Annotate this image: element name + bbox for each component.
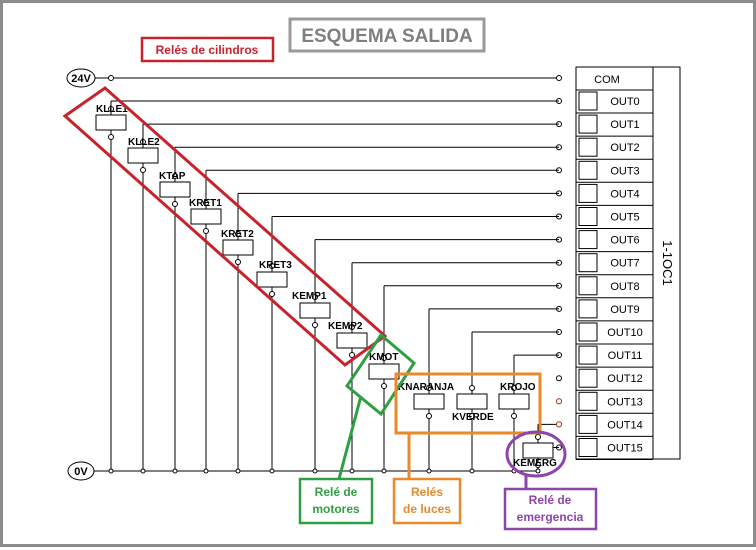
relay-label: KROJO [500, 382, 536, 393]
relay-label: KRET3 [259, 260, 292, 271]
output-row: OUT11 [576, 345, 653, 368]
output-row: OUT6 [576, 230, 653, 253]
rail-24v-label: 24V [71, 73, 91, 85]
motors-caption-1: Relé de [315, 485, 358, 499]
output-node [556, 375, 562, 382]
lights-caption-2: de luces [403, 502, 451, 516]
output-terminal-box [578, 438, 598, 457]
output-row: OUT3 [576, 160, 653, 183]
module-label: 1-1OC1 [660, 240, 675, 286]
relay-label: KEMP1 [292, 291, 327, 302]
output-row: OUT5 [576, 207, 653, 229]
output-terminal-box [578, 114, 598, 134]
output-row: OUT0 [576, 91, 653, 114]
relay-label: KRET1 [189, 198, 222, 209]
output-terminal-box [578, 322, 598, 342]
output-terminal-box [578, 207, 598, 226]
output-label: OUT9 [610, 304, 639, 316]
relay-coil: KLLE2 [127, 137, 160, 164]
output-label: OUT11 [608, 350, 643, 362]
output-label: OUT3 [610, 165, 639, 177]
output-terminal-box [578, 91, 598, 111]
group-motors: Relé de motores [298, 332, 416, 525]
output-terminal-box [578, 160, 598, 180]
output-row: OUT12 [576, 368, 653, 391]
relay-label: KEMERG [513, 458, 557, 469]
emergency-caption-1: Relé de [529, 493, 572, 507]
output-row: OUT14 [576, 414, 653, 437]
output-label: OUT2 [610, 142, 639, 154]
motors-caption-2: motores [312, 502, 360, 516]
output-row: OUT10 [576, 322, 653, 345]
cylinders-caption: Relés de cilindros [156, 43, 259, 57]
output-terminal-box [578, 230, 598, 250]
relay-label: KNARANJA [398, 382, 454, 393]
output-terminal-box [578, 183, 598, 203]
relay-coil: KVERDE [452, 393, 494, 423]
relay-coil: KROJO [498, 382, 536, 410]
output-label: OUT5 [610, 212, 639, 224]
output-label: OUT1 [610, 119, 639, 131]
output-row: OUT1 [576, 114, 653, 137]
diagram-title: ESQUEMA SALIDA [288, 17, 486, 53]
output-row: OUT15 [576, 438, 653, 460]
group-emergency: Relé de emergencia [503, 430, 598, 531]
output-label: OUT6 [610, 235, 639, 247]
output-label: OUT0 [610, 96, 639, 108]
output-label: OUT14 [607, 419, 642, 431]
output-terminal-box [578, 414, 598, 434]
output-terminal-box [578, 137, 598, 157]
rail-24v: 24V [66, 68, 559, 88]
relay-coil: KRET2 [221, 229, 254, 256]
output-terminal-box [578, 345, 598, 365]
output-row: OUT9 [576, 299, 653, 322]
relay-coil: KLLE1 [95, 104, 128, 131]
wiring-diagram: ESQUEMA SALIDA 24V 0V COM 1-1OC1 OUT0OUT… [62, 17, 681, 531]
relay-label: KMOT [369, 352, 398, 363]
title-text: ESQUEMA SALIDA [301, 26, 473, 47]
output-label: OUT10 [607, 327, 642, 339]
output-row: OUT13 [576, 391, 653, 414]
output-terminal-box [578, 368, 598, 388]
com-label: COM [594, 74, 620, 86]
output-label: OUT12 [607, 373, 642, 385]
relay-label: KEMP2 [328, 321, 363, 332]
relay-label: KLLE1 [96, 104, 128, 115]
group-lights: Relés de luces [392, 372, 542, 525]
relay-label: KRET2 [221, 229, 254, 240]
rail-0v-label: 0V [74, 466, 88, 478]
output-row: OUT4 [576, 183, 653, 206]
relay-coil: KEMP2 [328, 321, 368, 349]
relay-coil: KRET1 [189, 198, 222, 225]
relay-label: KLLE2 [128, 137, 160, 148]
output-label: OUT13 [607, 396, 642, 408]
relay-coil: KTAP [159, 171, 191, 198]
emergency-caption-2: emergencia [517, 510, 584, 524]
output-terminal-box [578, 391, 598, 411]
relay-coil: KRET3 [256, 260, 292, 288]
relay-coil: KEMERG [513, 442, 557, 469]
rail-0v: 0V [67, 461, 539, 481]
output-label: OUT7 [610, 258, 639, 270]
lights-caption-1: Relés [411, 485, 443, 499]
output-label: OUT15 [607, 443, 642, 455]
group-cylinders: Relés de cilindros [62, 36, 388, 367]
output-label: OUT4 [610, 188, 639, 200]
output-terminal-box [578, 276, 598, 296]
output-row: OUT2 [576, 137, 653, 160]
output-label: OUT8 [610, 281, 639, 293]
relay-label: KVERDE [452, 412, 494, 423]
relay-label: KTAP [159, 171, 186, 182]
output-terminal-box [578, 299, 598, 319]
output-row: OUT7 [576, 253, 653, 276]
output-terminal-box [578, 253, 598, 273]
relay-coil: KNARANJA [398, 382, 454, 410]
output-row: OUT8 [576, 276, 653, 299]
relay-coil: KMOT [368, 352, 400, 380]
output-module: COM 1-1OC1 OUT0OUT1OUT2OUT3OUT4OUT5OUT6O… [575, 66, 681, 460]
relay-coil: KEMP1 [292, 291, 331, 319]
